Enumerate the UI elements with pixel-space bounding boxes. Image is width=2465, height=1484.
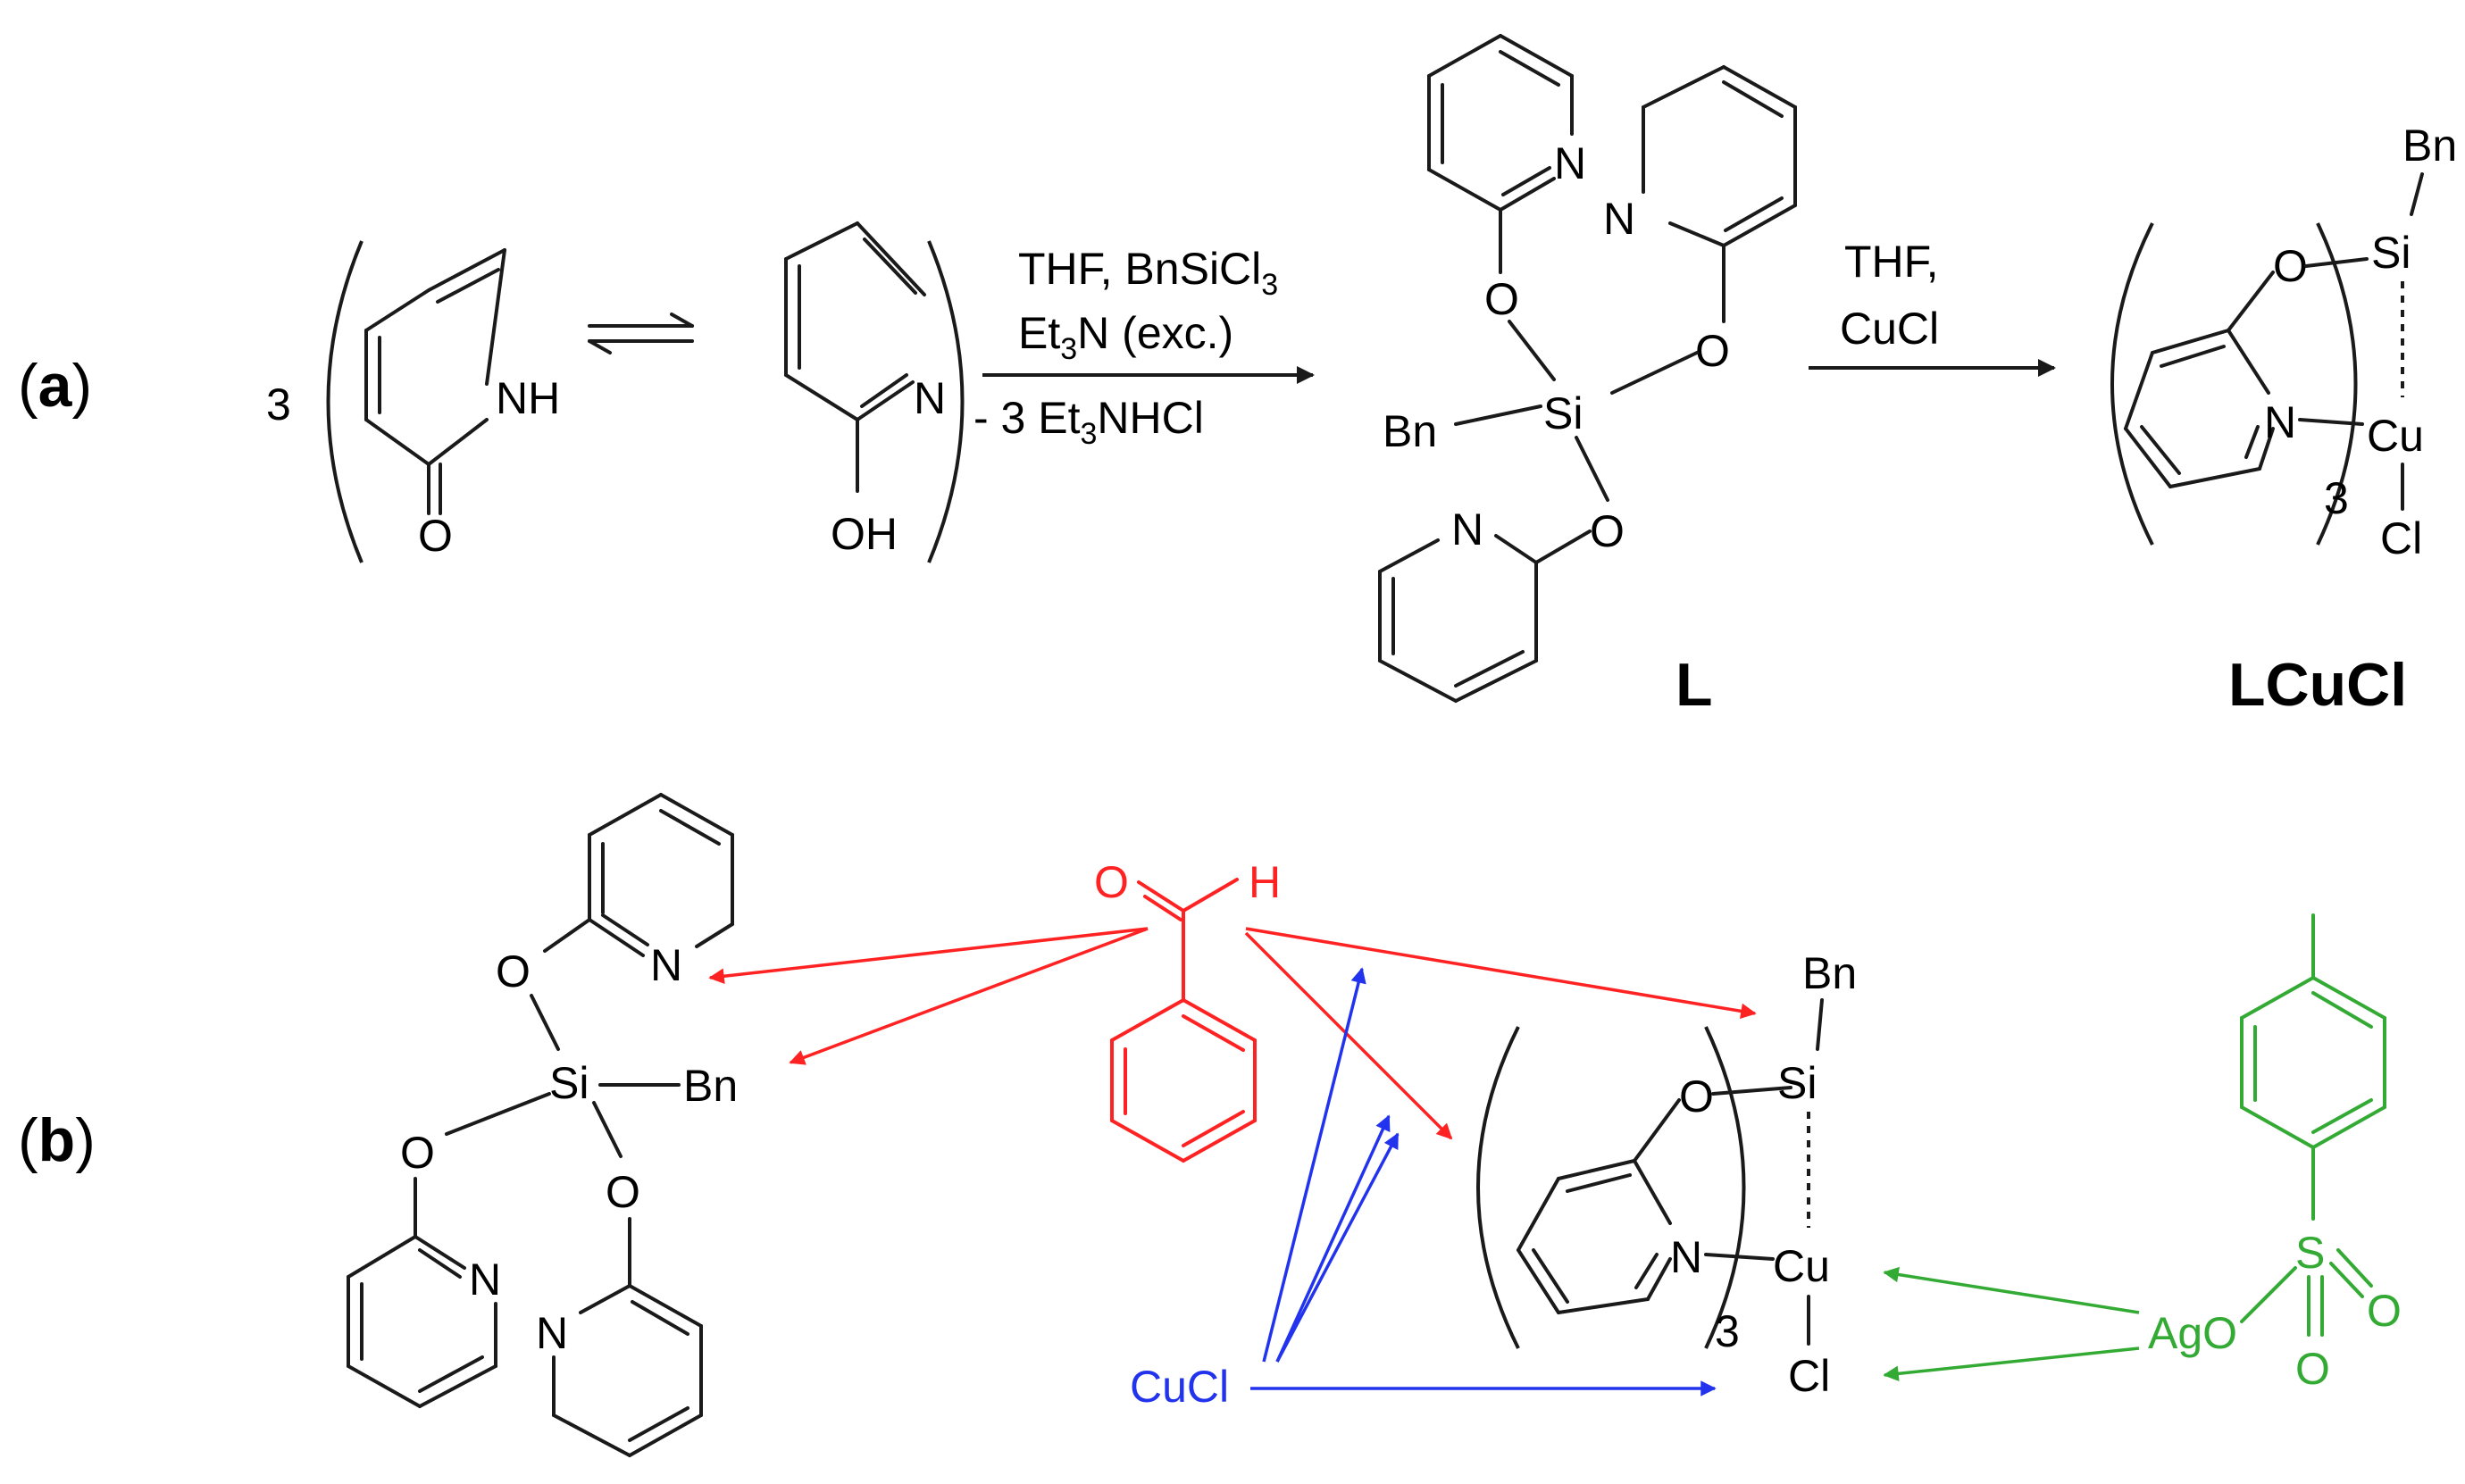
- green-arrow-to-cu: [1883, 1266, 2140, 1314]
- red-arrow-to-n: [708, 927, 1149, 984]
- step1-line2: Et3N (exc.): [1018, 308, 1233, 366]
- benzaldehyde-structure: O H: [1094, 857, 1281, 1163]
- silver-tosylate-structure: S AgO O O: [2148, 913, 2402, 1394]
- complex-b-multiplier: 3: [1715, 1306, 1740, 1356]
- ligand-name: L: [1675, 651, 1713, 719]
- red-arrow-to-bn: [789, 927, 1149, 1065]
- complex-cl: Cl: [2380, 513, 2422, 563]
- right-paren-a: [927, 240, 965, 563]
- ligand-b-structure: N O Si Bn O O N N: [347, 793, 738, 1457]
- lcucl-structure: Bn O Si N 3 Cu Cl LCuCl: [2110, 121, 2457, 719]
- complex-o: O: [2273, 241, 2308, 291]
- equilibrium-arrows: [588, 313, 694, 354]
- panel-a: (a) 3 NH O: [18, 34, 2457, 719]
- ligand-b-bn: Bn: [683, 1061, 738, 1111]
- complex-si: Si: [2371, 228, 2411, 278]
- red-arrow-to-complex-bn: [1245, 927, 1757, 1020]
- ligand-b-si: Si: [549, 1058, 589, 1108]
- complex-cu: Cu: [2367, 411, 2424, 461]
- tosylate-s: S: [2295, 1228, 2325, 1278]
- benzaldehyde-o: O: [1094, 857, 1129, 907]
- step1-line1: THF, BnSiCl3: [1018, 244, 1278, 302]
- panel-a-label: (a): [18, 352, 92, 420]
- ligand-o-bottom: O: [1590, 506, 1625, 556]
- complex-b-structure: Bn O Si N 3 Cu Cl: [1476, 948, 1857, 1401]
- complex-n: N: [2264, 397, 2296, 447]
- ligand-structure: N O N O Si Bn O N: [1378, 34, 1797, 719]
- step2-conditions: THF, CuCl: [1809, 237, 2056, 377]
- ligand-b-o-top: O: [496, 946, 531, 996]
- step2-line2: CuCl: [1840, 304, 1939, 354]
- complex-b-cl: Cl: [1788, 1351, 1830, 1401]
- step1-conditions: THF, BnSiCl3 Et3N (exc.) - 3 Et3NHCl: [973, 244, 1315, 451]
- complex-b-bn: Bn: [1802, 948, 1857, 998]
- complex-bn: Bn: [2402, 121, 2457, 171]
- left-paren-complex-b: [1476, 1026, 1520, 1349]
- panel-b-label: (b): [18, 1106, 96, 1174]
- step1-line3: - 3 Et3NHCl: [973, 393, 1204, 451]
- ligand-b-n-top: N: [650, 940, 682, 990]
- complex-multiplier: 3: [2324, 473, 2349, 523]
- ligand-o-right: O: [1695, 326, 1730, 376]
- stoichiometry-label: 3: [266, 379, 291, 429]
- tosylate-o-right: O: [2367, 1286, 2402, 1336]
- complex-b-o: O: [1679, 1071, 1714, 1121]
- left-paren-a: [326, 240, 363, 563]
- hydroxypyridine-oh-label: OH: [831, 509, 898, 559]
- ligand-si: Si: [1543, 388, 1583, 438]
- complex-b-si: Si: [1777, 1058, 1817, 1108]
- tosylate-ago: AgO: [2148, 1308, 2237, 1358]
- cucl-label: CuCl: [1130, 1362, 1229, 1412]
- blue-arrow-middle: [1275, 1114, 1391, 1363]
- green-arrow-to-cl: [1883, 1346, 2140, 1382]
- complex-b-n: N: [1670, 1232, 1702, 1282]
- right-paren-complex-a: [2316, 222, 2358, 546]
- right-paren-complex-b: [1704, 1026, 1746, 1349]
- red-arrow-to-complex: [1244, 931, 1453, 1140]
- tosylate-o-top: O: [2295, 1344, 2330, 1394]
- complex-b-cu: Cu: [1773, 1241, 1830, 1291]
- ligand-b-n-left: N: [469, 1255, 501, 1305]
- benzaldehyde-h: H: [1249, 857, 1281, 907]
- pyridone-o-label: O: [418, 511, 453, 561]
- step2-line1: THF,: [1844, 237, 1939, 287]
- ligand-b-o-left: O: [400, 1128, 435, 1178]
- left-paren-complex-a: [2110, 222, 2154, 546]
- panel-b: (b) N O Si Bn O O: [18, 793, 2402, 1457]
- ligand-b-n-right: N: [536, 1308, 568, 1358]
- pyridone-structure: NH O: [364, 248, 560, 561]
- complex-name: LCuCl: [2228, 651, 2407, 719]
- ligand-o-left: O: [1484, 274, 1519, 324]
- pyridone-nh-label: NH: [496, 373, 560, 423]
- hydroxypyridine-n-label: N: [914, 373, 946, 423]
- ligand-bn: Bn: [1383, 406, 1437, 456]
- hydroxypyridine-structure: N OH: [784, 221, 946, 559]
- blue-arrow-lower: [1275, 1132, 1400, 1363]
- blue-arrow-upper: [1262, 967, 1366, 1363]
- ligand-b-o-right: O: [606, 1167, 640, 1217]
- ligand-n-bottom: N: [1451, 504, 1483, 554]
- ligand-n-top-right: N: [1603, 194, 1635, 244]
- ligand-n-top-left: N: [1554, 138, 1586, 188]
